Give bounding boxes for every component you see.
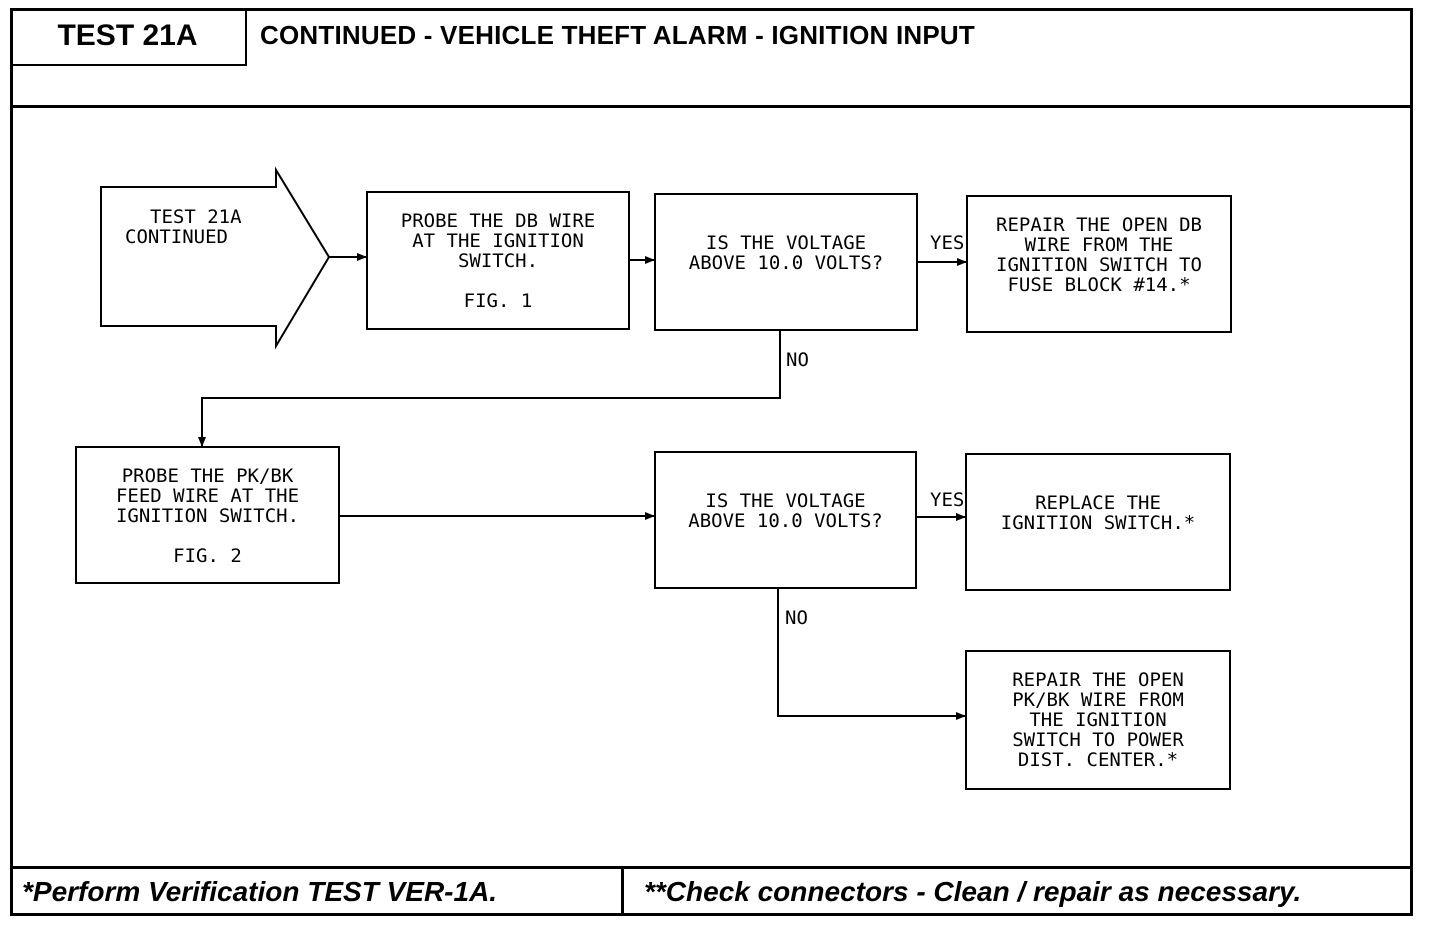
header-divider (10, 105, 1413, 108)
voltage-check-1-text: IS THE VOLTAGE ABOVE 10.0 VOLTS? (688, 232, 884, 274)
start-arrow-shape (100, 166, 331, 350)
footer-verification-note: *Perform Verification TEST VER-1A. (22, 876, 498, 907)
connector-check-1-no (198, 331, 781, 447)
page-title: CONTINUED - VEHICLE THEFT ALARM - IGNITI… (260, 20, 975, 50)
probe-pkbk-text: PROBE THE PK/BK FEED WIRE AT THE IGNITIO… (115, 465, 300, 527)
footer-vertical-divider (621, 866, 624, 916)
connector-check-2-no (777, 589, 966, 720)
yes-label-2: YES (930, 489, 965, 511)
probe-db-fig: FIG. 1 (463, 290, 533, 312)
repair-db-text: REPAIR THE OPEN DB WIRE FROM THE IGNITIO… (996, 214, 1202, 296)
no-label-1: NO (786, 349, 809, 371)
voltage-check-2-box: IS THE VOLTAGE ABOVE 10.0 VOLTS? (654, 451, 917, 589)
repair-pkbk-box: REPAIR THE OPEN PK/BK WIRE FROM THE IGNI… (965, 650, 1231, 790)
no-label-2: NO (785, 607, 808, 629)
voltage-check-1-box: IS THE VOLTAGE ABOVE 10.0 VOLTS? (654, 193, 918, 331)
voltage-check-2-text: IS THE VOLTAGE ABOVE 10.0 VOLTS? (688, 490, 883, 532)
probe-db-box: PROBE THE DB WIRE AT THE IGNITION SWITCH… (366, 191, 630, 330)
replace-switch-box: REPLACE THE IGNITION SWITCH.* (965, 453, 1231, 591)
footer-divider (10, 866, 1413, 869)
probe-pkbk-box: PROBE THE PK/BK FEED WIRE AT THE IGNITIO… (75, 446, 340, 584)
probe-db-text: PROBE THE DB WIRE AT THE IGNITION SWITCH… (400, 210, 596, 272)
start-line-1: TEST 21A (150, 206, 242, 228)
page-frame (10, 8, 1413, 916)
repair-db-box: REPAIR THE OPEN DB WIRE FROM THE IGNITIO… (966, 195, 1232, 333)
repair-pkbk-text: REPAIR THE OPEN PK/BK WIRE FROM THE IGNI… (1012, 669, 1184, 771)
probe-pkbk-fig: FIG. 2 (173, 545, 242, 567)
start-line-2: CONTINUED (125, 226, 228, 248)
replace-switch-text: REPLACE THE IGNITION SWITCH.* (1000, 492, 1196, 534)
footer-connector-note: **Check connectors - Clean / repair as n… (644, 876, 1302, 907)
yes-label-1: YES (930, 232, 965, 254)
test-label: TEST 21A (10, 8, 247, 66)
